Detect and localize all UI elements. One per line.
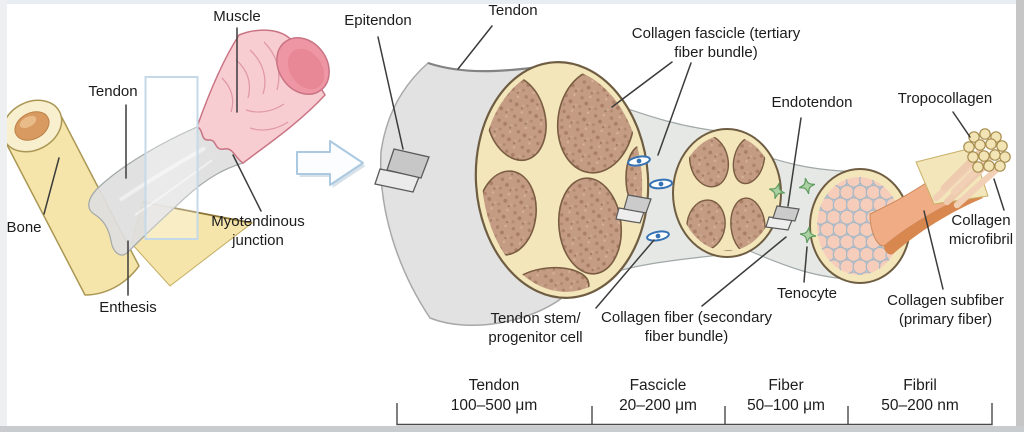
label-tendon-left: Tendon — [88, 83, 138, 100]
muscle-group — [196, 29, 330, 164]
frame-bottom — [0, 426, 1024, 432]
label-myotendinous-junction: Myotendinous junction — [211, 213, 305, 249]
stem-cells-group — [627, 155, 673, 242]
label-epitendon: Epitendon — [344, 12, 412, 29]
label-tropocollagen: Tropocollagen — [897, 90, 993, 107]
label-tendon-stem-progenitor-cell: Tendon stem/ progenitor cell — [488, 310, 583, 346]
scale-name: Fascicle — [629, 377, 687, 394]
endotendon-flap-1 — [615, 194, 652, 224]
tenocytes-group — [769, 177, 817, 244]
transition-arrow-icon — [296, 140, 366, 188]
fiber-cut-face — [809, 168, 911, 284]
scale-range: 50–100 μm — [747, 397, 825, 414]
scale-range: 20–200 μm — [619, 397, 697, 414]
label-endotendon: Endotendon — [771, 94, 853, 111]
leader-lines — [43, 25, 1005, 309]
tropocollagen-beads — [963, 128, 1011, 173]
label-enthesis: Enthesis — [99, 299, 157, 316]
label-muscle: Muscle — [213, 8, 261, 25]
label-tenocyte: Tenocyte — [776, 285, 838, 302]
scale-name: Fibril — [903, 377, 937, 394]
scale-name: Fiber — [768, 377, 804, 394]
frame-left — [0, 0, 7, 432]
scale-range: 100–500 μm — [450, 397, 538, 414]
label-bone: Bone — [6, 219, 42, 236]
label-collagen-fiber: Collagen fiber (secondary fiber bundle) — [601, 309, 772, 345]
scale-name: Tendon — [468, 377, 520, 394]
scale-section-tendon: Tendon 100–500 μm — [419, 376, 569, 416]
tendon-cut-face — [474, 61, 650, 299]
label-collagen-fascicle: Collagen fascicle (tertiary fiber bundle… — [631, 25, 801, 61]
scale-bracket — [396, 403, 993, 426]
frame-top — [0, 0, 1024, 4]
label-tendon-right: Tendon — [488, 2, 538, 19]
scale-range: 50–200 nm — [881, 397, 959, 414]
endotendon-flap-2 — [765, 205, 800, 231]
bone-marrow — [14, 111, 50, 141]
scale-section-fiber: Fiber 50–100 μm — [711, 376, 861, 416]
scale-section-fibril: Fibril 50–200 nm — [845, 376, 995, 416]
label-collagen-subfiber: Collagen subfiber (primary fiber) — [887, 292, 1004, 328]
frame-right — [1016, 0, 1024, 432]
label-collagen-microfibril: Collagen microfibril — [948, 212, 1014, 248]
scale-section-fascicle: Fascicle 20–200 μm — [583, 376, 733, 416]
inspection-rectangle — [144, 76, 199, 240]
epitendon-flap — [374, 148, 430, 193]
